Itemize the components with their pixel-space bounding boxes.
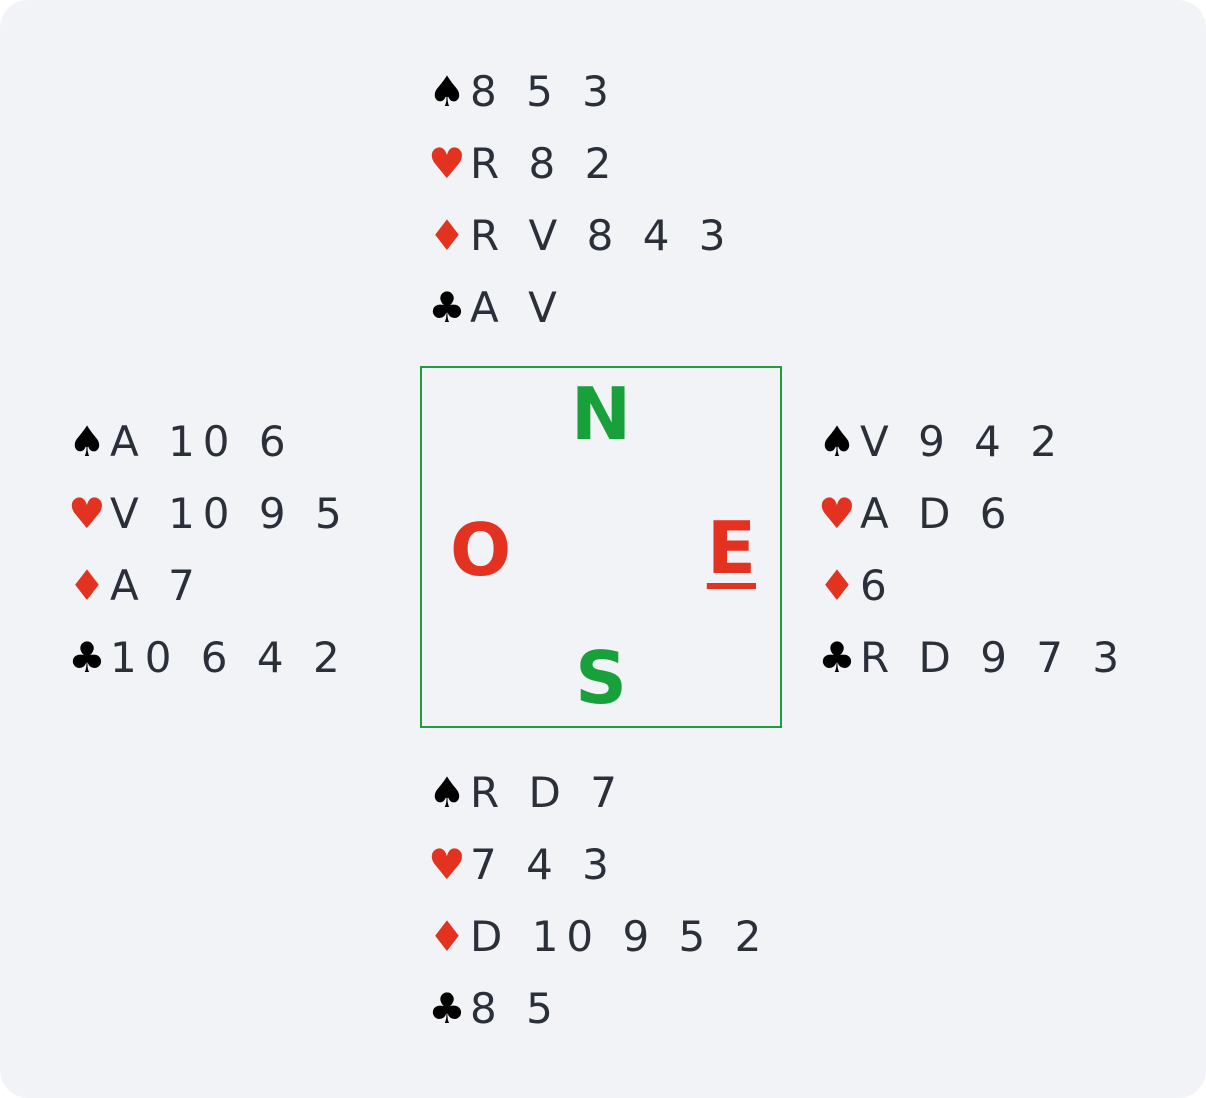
club-icon: ♣ bbox=[818, 633, 856, 682]
heart-icon: ♥ bbox=[818, 489, 856, 538]
north-hearts-row: ♥ R 8 2 bbox=[424, 128, 733, 200]
east-diamonds-row: ♦ 6 bbox=[814, 550, 1127, 622]
west-hearts-row: ♥ V 10 9 5 bbox=[64, 478, 350, 550]
north-spades-row: ♠ 8 5 3 bbox=[424, 56, 733, 128]
west-hearts-cards: V 10 9 5 bbox=[110, 489, 350, 538]
compass-box: N O E S bbox=[420, 366, 782, 728]
spade-icon: ♠ bbox=[818, 417, 856, 466]
north-diamonds-cards: R V 8 4 3 bbox=[470, 211, 734, 260]
heart-icon: ♥ bbox=[68, 489, 106, 538]
diamond-icon: ♦ bbox=[428, 912, 466, 961]
club-icon: ♣ bbox=[428, 984, 466, 1033]
west-clubs-cards: 10 6 4 2 bbox=[110, 633, 348, 682]
west-spades-cards: A 10 6 bbox=[110, 417, 294, 466]
diamond-icon: ♦ bbox=[818, 561, 856, 610]
west-diamonds-cards: A 7 bbox=[110, 561, 203, 610]
north-diamonds-row: ♦ R V 8 4 3 bbox=[424, 200, 733, 272]
diamond-icon: ♦ bbox=[428, 211, 466, 260]
west-spades-row: ♠ A 10 6 bbox=[64, 406, 350, 478]
hand-east: ♠ V 9 4 2 ♥ A D 6 ♦ 6 ♣ R D 9 7 3 bbox=[814, 406, 1127, 694]
south-spades-row: ♠ R D 7 bbox=[424, 757, 769, 829]
north-hearts-cards: R 8 2 bbox=[470, 139, 620, 188]
compass-east-dealer: E bbox=[706, 506, 756, 590]
diamond-icon: ♦ bbox=[68, 561, 106, 610]
heart-icon: ♥ bbox=[428, 139, 466, 188]
south-spades-cards: R D 7 bbox=[470, 768, 625, 817]
east-clubs-cards: R D 9 7 3 bbox=[860, 633, 1128, 682]
club-icon: ♣ bbox=[428, 283, 466, 332]
west-diamonds-row: ♦ A 7 bbox=[64, 550, 350, 622]
north-spades-cards: 8 5 3 bbox=[470, 67, 617, 116]
hand-north: ♠ 8 5 3 ♥ R 8 2 ♦ R V 8 4 3 ♣ A V bbox=[424, 56, 733, 344]
east-spades-cards: V 9 4 2 bbox=[860, 417, 1065, 466]
north-clubs-cards: A V bbox=[470, 283, 565, 332]
spade-icon: ♠ bbox=[428, 67, 466, 116]
south-hearts-row: ♥ 7 4 3 bbox=[424, 829, 769, 901]
south-clubs-row: ♣ 8 5 bbox=[424, 973, 769, 1045]
south-hearts-cards: 7 4 3 bbox=[470, 840, 617, 889]
south-diamonds-cards: D 10 9 5 2 bbox=[470, 912, 770, 961]
hand-west: ♠ A 10 6 ♥ V 10 9 5 ♦ A 7 ♣ 10 6 4 2 bbox=[64, 406, 350, 694]
south-diamonds-row: ♦ D 10 9 5 2 bbox=[424, 901, 769, 973]
east-hearts-cards: A D 6 bbox=[860, 489, 1015, 538]
spade-icon: ♠ bbox=[428, 768, 466, 817]
spade-icon: ♠ bbox=[68, 417, 106, 466]
east-clubs-row: ♣ R D 9 7 3 bbox=[814, 622, 1127, 694]
hand-south: ♠ R D 7 ♥ 7 4 3 ♦ D 10 9 5 2 ♣ 8 5 bbox=[424, 757, 769, 1045]
compass-south: S bbox=[575, 636, 627, 720]
club-icon: ♣ bbox=[68, 633, 106, 682]
compass-west: O bbox=[450, 508, 512, 592]
east-hearts-row: ♥ A D 6 bbox=[814, 478, 1127, 550]
south-clubs-cards: 8 5 bbox=[470, 984, 561, 1033]
east-spades-row: ♠ V 9 4 2 bbox=[814, 406, 1127, 478]
west-clubs-row: ♣ 10 6 4 2 bbox=[64, 622, 350, 694]
east-diamonds-cards: 6 bbox=[860, 561, 895, 610]
compass-north: N bbox=[570, 372, 632, 456]
north-clubs-row: ♣ A V bbox=[424, 272, 733, 344]
heart-icon: ♥ bbox=[428, 840, 466, 889]
